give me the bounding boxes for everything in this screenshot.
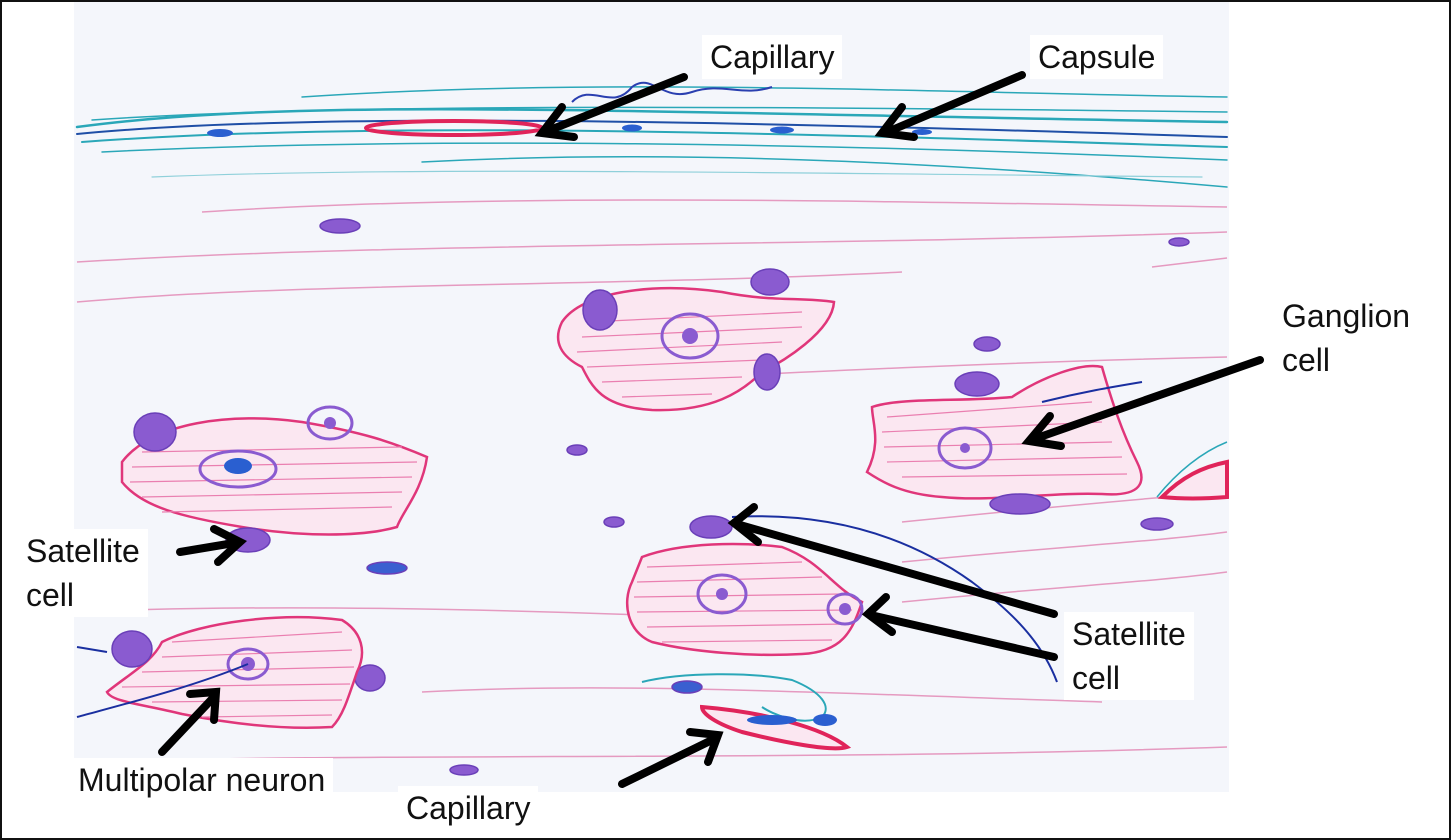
arrowhead-capillary-bottom xyxy=(686,728,724,766)
label-ganglion-cell-line2: cell xyxy=(1282,342,1331,378)
label-capsule: Capsule xyxy=(1030,35,1164,79)
label-capillary-top-text: Capillary xyxy=(710,39,835,75)
ganglion-cell-right xyxy=(865,364,1143,515)
arrow-capillary-bottom xyxy=(618,736,716,788)
label-satellite-right-line1: Satellite xyxy=(1072,616,1186,652)
arrowhead-capillary-top xyxy=(534,103,578,141)
ganglion-cell-multipolar xyxy=(76,616,364,730)
label-multipolar-neuron: Multipolar neuron xyxy=(70,758,334,802)
label-satellite-cell-left: Satellite cell xyxy=(18,529,148,617)
arrowhead-satellite-left xyxy=(210,525,248,566)
capillary-right-edge-vessel xyxy=(1156,441,1229,501)
label-ganglion-cell-line1: Ganglion xyxy=(1282,298,1411,334)
annotation-arrows xyxy=(158,71,1264,788)
scattered-nuclei xyxy=(319,218,1190,776)
label-capillary-bottom-text: Capillary xyxy=(406,790,531,826)
arrowhead-satellite-right-lower xyxy=(861,593,896,636)
label-satellite-cell-right: Satellite cell xyxy=(1064,612,1194,700)
label-satellite-left-line1: Satellite xyxy=(26,533,140,569)
arrow-multipolar-neuron xyxy=(158,695,216,756)
label-multipolar-neuron-text: Multipolar neuron xyxy=(78,762,326,798)
label-satellite-left-line2: cell xyxy=(26,577,75,613)
arrow-satellite-right-lower xyxy=(871,612,1058,661)
ganglion-cell-top xyxy=(556,268,836,412)
arrowhead-multipolar-neuron xyxy=(186,687,221,724)
ganglion-cell-left xyxy=(120,405,429,553)
arrowhead-satellite-right-upper xyxy=(727,503,762,546)
arrow-ganglion-cell xyxy=(1033,356,1264,442)
arrowhead-capsule xyxy=(874,103,918,141)
arrow-satellite-right-upper xyxy=(736,521,1058,618)
arrowhead-ganglion-cell xyxy=(1021,412,1065,450)
arrow-capsule xyxy=(888,71,1026,134)
label-capillary-top: Capillary xyxy=(702,35,843,79)
ganglion-cell-center xyxy=(625,515,1058,683)
capillary-bottom-vessel xyxy=(641,673,852,751)
label-satellite-right-line2: cell xyxy=(1072,660,1121,696)
label-capillary-bottom: Capillary xyxy=(398,786,539,830)
label-capsule-text: Capsule xyxy=(1038,39,1156,75)
arrow-satellite-left xyxy=(176,539,238,556)
label-ganglion-cell: Ganglion cell xyxy=(1274,294,1419,382)
arrow-capillary-top xyxy=(546,73,688,134)
